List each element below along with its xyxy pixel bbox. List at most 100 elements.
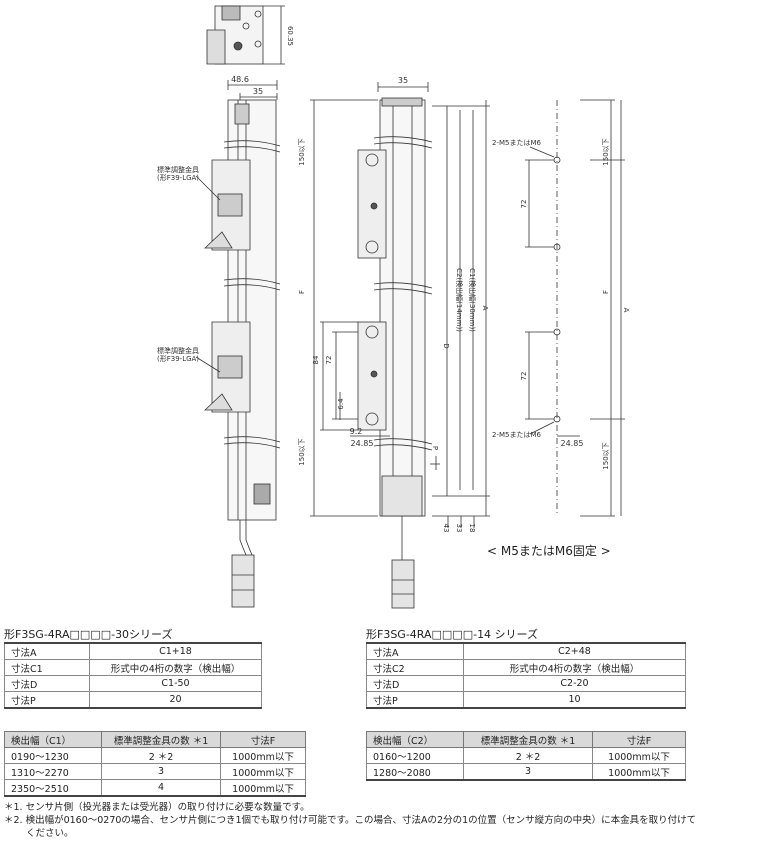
footnote-2-continued: ください。 (26, 828, 74, 839)
table-cell: 0160～1200 (366, 747, 464, 764)
bracket-label-1: 標準調整金具 (157, 165, 199, 174)
technical-drawing: 60.35 (157, 5, 630, 609)
dim-value-cell: 形式中の4桁の数字（検出幅） (89, 659, 262, 676)
column-header: 検出幅（C2） (366, 731, 464, 748)
dim-60-35: 60.35 (286, 26, 294, 46)
dim-150-top: 150以下 (298, 138, 306, 165)
footnote-1: ＊1. センサ片側（投光器または受光器）の取り付けに必要な数量です。 (4, 802, 310, 813)
series30-title: 形F3SG-4RA□□□□-30シリーズ (4, 628, 173, 641)
dim-name-cell: 寸法C2 (366, 659, 464, 676)
table-cell: 1000mm以下 (220, 747, 306, 764)
table-cell: 1000mm以下 (592, 747, 686, 764)
dim-35-front: 35 (398, 76, 408, 85)
series14-bracket-table: 検出幅（C2） 標準調整金具の数 ＊1 寸法F 0160～1200 2 ＊2 1… (366, 731, 686, 781)
dim-C2: C2(検出幅(14mm)) (455, 268, 464, 332)
table-row: 1310～2270 3 1000mm以下 (4, 763, 306, 780)
table-cell: 2 ＊2 (463, 747, 593, 764)
table-row: 1280～2080 3 1000mm以下 (366, 763, 686, 781)
right-dim-150-bottom: 150以下 (602, 442, 610, 469)
dim-35-side: 35 (253, 87, 263, 96)
dim-name-cell: 寸法D (4, 675, 90, 692)
column-header: 標準調整金具の数 ＊1 (463, 731, 593, 748)
table-row: 寸法P 20 (4, 691, 262, 709)
dim-24-85: 24.85 (351, 439, 374, 448)
top-end-view (206, 5, 285, 65)
series30-dim-table: 寸法A C1+18 寸法C1 形式中の4桁の数字（検出幅） 寸法D C1-50 … (4, 642, 262, 709)
dim-value-cell: 10 (463, 691, 686, 709)
bracket-label-2: 標準調整金具 (157, 346, 199, 355)
dim-name-cell: 寸法A (366, 642, 464, 660)
dim-48-6: 48.6 (231, 75, 249, 84)
table-header-row: 検出幅（C2） 標準調整金具の数 ＊1 寸法F (366, 731, 686, 748)
table-cell: 4 (101, 779, 221, 797)
dim-value-cell: C1+18 (89, 642, 262, 660)
table-row: 寸法D C2-20 (366, 675, 686, 692)
dim-name-cell: 寸法D (366, 675, 464, 692)
column-header: 検出幅（C1） (4, 731, 102, 748)
table-row: 寸法A C2+48 (366, 642, 686, 660)
dim-value-cell: C1-50 (89, 675, 262, 692)
dim-A: A (481, 306, 489, 311)
fixing-caption: < M5またはM6固定 > (487, 544, 611, 558)
table-row: 0190～1230 2 ＊2 1000mm以下 (4, 747, 306, 764)
dim-D: D (442, 343, 450, 348)
bracket-model-2: (形F39-LGA) (157, 355, 199, 363)
dim-value-cell: C2-20 (463, 675, 686, 692)
dim-value-cell: 20 (89, 691, 262, 709)
dim-value-cell: C2+48 (463, 642, 686, 660)
dim-18: 18 (468, 524, 476, 533)
dim-72: 72 (325, 356, 333, 365)
dim-43: 43 (442, 524, 450, 533)
dim-name-cell: 寸法C1 (4, 659, 90, 676)
table-cell: 1310～2270 (4, 763, 102, 780)
footnotes: ＊1. センサ片側（投光器または受光器）の取り付けに必要な数量です。 ＊2. 検… (4, 801, 780, 840)
dim-name-cell: 寸法A (4, 642, 90, 660)
dim-9-2: 9.2 (350, 427, 363, 436)
table-cell: 0190～1230 (4, 747, 102, 764)
table-row: 寸法C2 形式中の4桁の数字（検出幅） (366, 659, 686, 676)
right-dim-24-85: 24.85 (561, 439, 584, 448)
series14-dim-table: 寸法A C2+48 寸法C2 形式中の4桁の数字（検出幅） 寸法D C2-20 … (366, 642, 686, 709)
dim-150-bottom: 150以下 (298, 438, 306, 465)
table-cell: 3 (101, 763, 221, 780)
series14-title: 形F3SG-4RA□□□□-14 シリーズ (366, 628, 539, 641)
hole-label-top: 2-M5またはM6 (492, 139, 542, 147)
table-row: 2350～2510 4 1000mm以下 (4, 779, 306, 797)
dim-84: 84 (312, 355, 320, 364)
table-cell: 1000mm以下 (592, 763, 686, 781)
table-cell: 2 ＊2 (101, 747, 221, 764)
table-cell: 1000mm以下 (220, 763, 306, 780)
dim-P: P (431, 446, 439, 450)
bracket-model-1: (形F39-LGA) (157, 174, 199, 182)
dim-name-cell: 寸法P (366, 691, 464, 709)
table-row: 寸法D C1-50 (4, 675, 262, 692)
series30-bracket-table: 検出幅（C1） 標準調整金具の数 ＊1 寸法F 0190～1230 2 ＊2 1… (4, 731, 306, 797)
dim-33: 33 (455, 524, 463, 533)
dim-F: F (298, 290, 306, 294)
dim-name-cell: 寸法P (4, 691, 90, 709)
right-dim-A: A (622, 308, 630, 313)
table-cell: 2350～2510 (4, 779, 102, 797)
table-row: 寸法C1 形式中の4桁の数字（検出幅） (4, 659, 262, 676)
column-header: 寸法F (220, 731, 306, 748)
dim-C1: C1(検出幅(30mm)) (468, 268, 477, 332)
right-dim-72-top: 72 (520, 200, 528, 209)
table-cell: 1000mm以下 (220, 779, 306, 797)
dim-6-4: 6.4 (337, 398, 345, 410)
table-row: 寸法P 10 (366, 691, 686, 709)
column-header: 寸法F (592, 731, 686, 748)
right-dim-72-bottom: 72 (520, 372, 528, 381)
footnote-2: ＊2. 検出幅が0160～0270の場合、センサ片側につき1個でも取り付け可能で… (4, 815, 697, 826)
front-view (310, 82, 490, 609)
table-row: 寸法A C1+18 (4, 642, 262, 660)
hole-label-bottom: 2-M5またはM6 (492, 431, 542, 439)
side-view (203, 80, 281, 608)
table-row: 0160～1200 2 ＊2 1000mm以下 (366, 747, 686, 764)
right-dim-150-top: 150以下 (602, 138, 610, 165)
table-cell: 1280～2080 (366, 763, 464, 781)
right-dim-F: F (602, 290, 610, 294)
table-cell: 3 (463, 763, 593, 781)
dim-value-cell: 形式中の4桁の数字（検出幅） (463, 659, 686, 676)
column-header: 標準調整金具の数 ＊1 (101, 731, 221, 748)
table-header-row: 検出幅（C1） 標準調整金具の数 ＊1 寸法F (4, 731, 306, 748)
